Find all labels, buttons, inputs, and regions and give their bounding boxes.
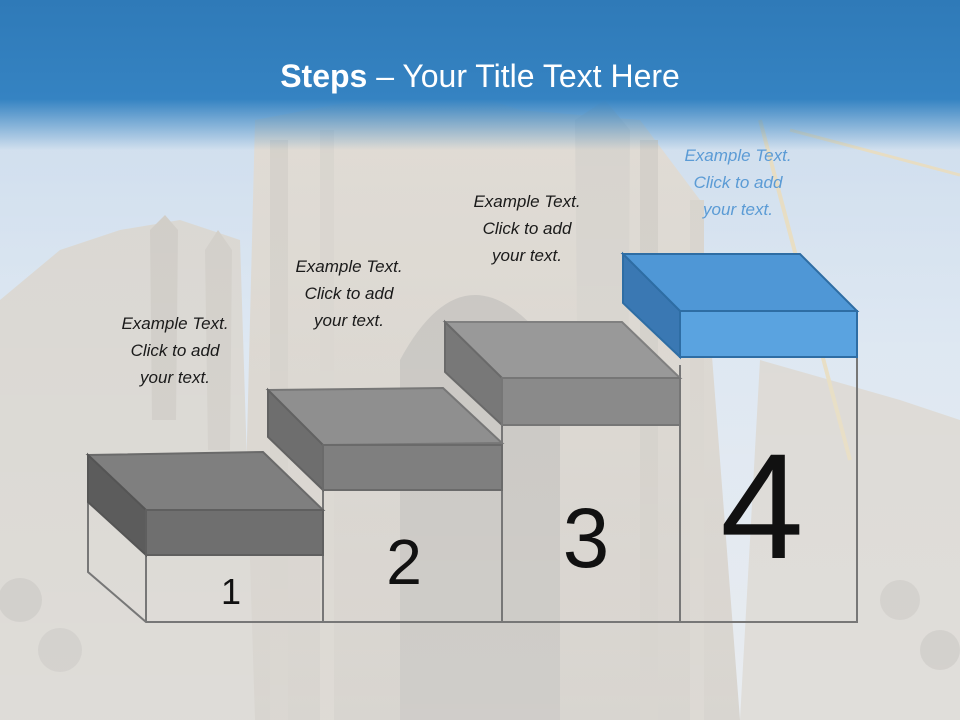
step-3-label[interactable]: Example Text. Click to add your text.: [473, 192, 581, 265]
step-4-label[interactable]: Example Text. Click to add your text.: [684, 146, 792, 219]
step-2-number: 2: [386, 526, 422, 598]
slide-title[interactable]: Steps – Your Title Text Here: [0, 58, 960, 95]
step-1-number: 1: [221, 571, 241, 612]
step-1-label[interactable]: Example Text. Click to add your text.: [121, 314, 229, 387]
step-4-number: 4: [720, 422, 803, 590]
title-band: [0, 0, 960, 150]
step-2-label[interactable]: Example Text. Click to add your text.: [295, 257, 403, 330]
step-3-number: 3: [563, 491, 610, 585]
title-bold: Steps: [280, 58, 368, 94]
step-2-block[interactable]: [265, 386, 505, 493]
step-4-block[interactable]: [620, 251, 860, 360]
title-rest: – Your Title Text Here: [367, 58, 680, 94]
step-1-block[interactable]: [85, 450, 326, 558]
step-3-block[interactable]: [442, 319, 683, 428]
